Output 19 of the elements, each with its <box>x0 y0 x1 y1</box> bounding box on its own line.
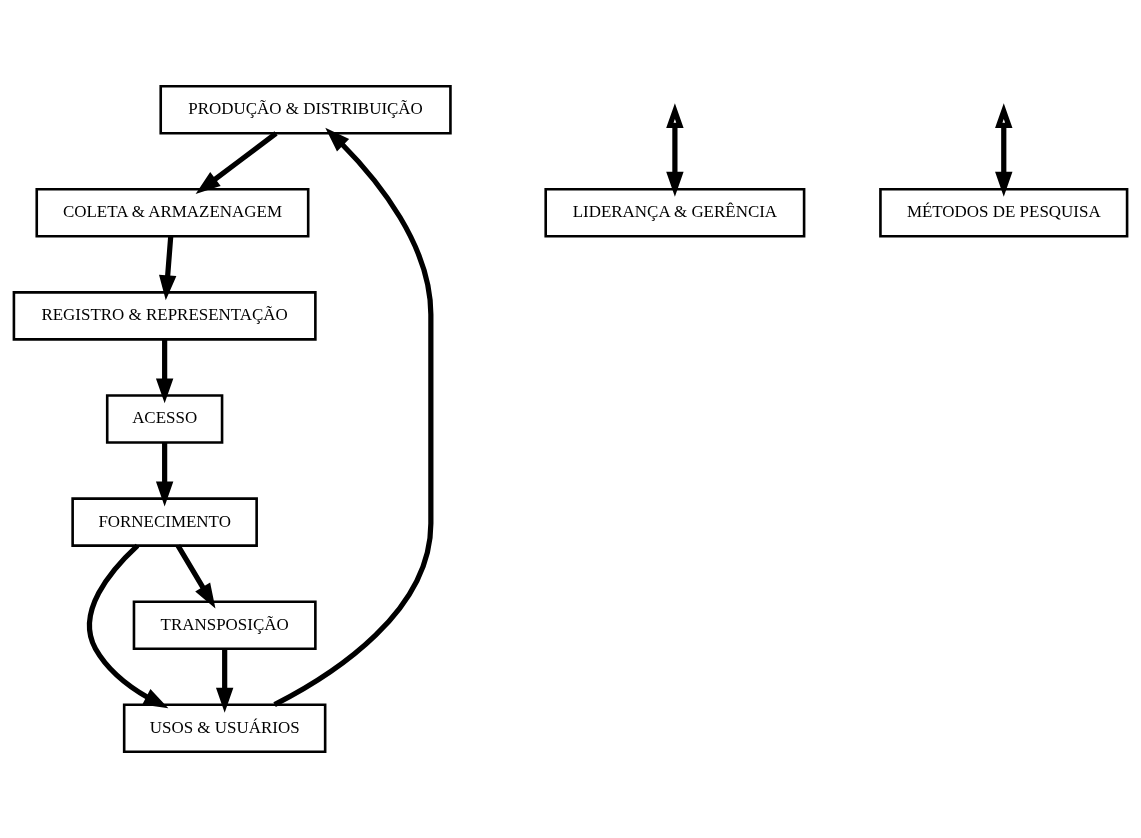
arrow <box>273 127 434 707</box>
arrow <box>995 103 1013 197</box>
node-box: REGISTRO & REPRESENTAÇÃO <box>12 291 317 341</box>
arrow <box>155 339 174 404</box>
node-box: MÉTODOS DE PESQUISA <box>879 188 1129 238</box>
arrow <box>175 544 216 609</box>
arrow <box>195 131 278 195</box>
node-box: FORNECIMENTO <box>71 497 258 547</box>
node-box: COLETA & ARMAZENAGEM <box>35 188 310 238</box>
arrow <box>155 442 174 507</box>
arrow <box>215 648 234 713</box>
arrow <box>666 103 684 197</box>
node-box: PRODUÇÃO & DISTRIBUIÇÃO <box>159 84 452 135</box>
node-box: TRANSPOSIÇÃO <box>132 600 317 650</box>
arrow <box>159 236 177 301</box>
arrow <box>87 543 169 709</box>
node-box: LIDERANÇA & GERÊNCIA <box>544 188 806 238</box>
node-box: ACESSO <box>105 394 224 444</box>
node-box: USOS & USUÁRIOS <box>122 703 327 754</box>
